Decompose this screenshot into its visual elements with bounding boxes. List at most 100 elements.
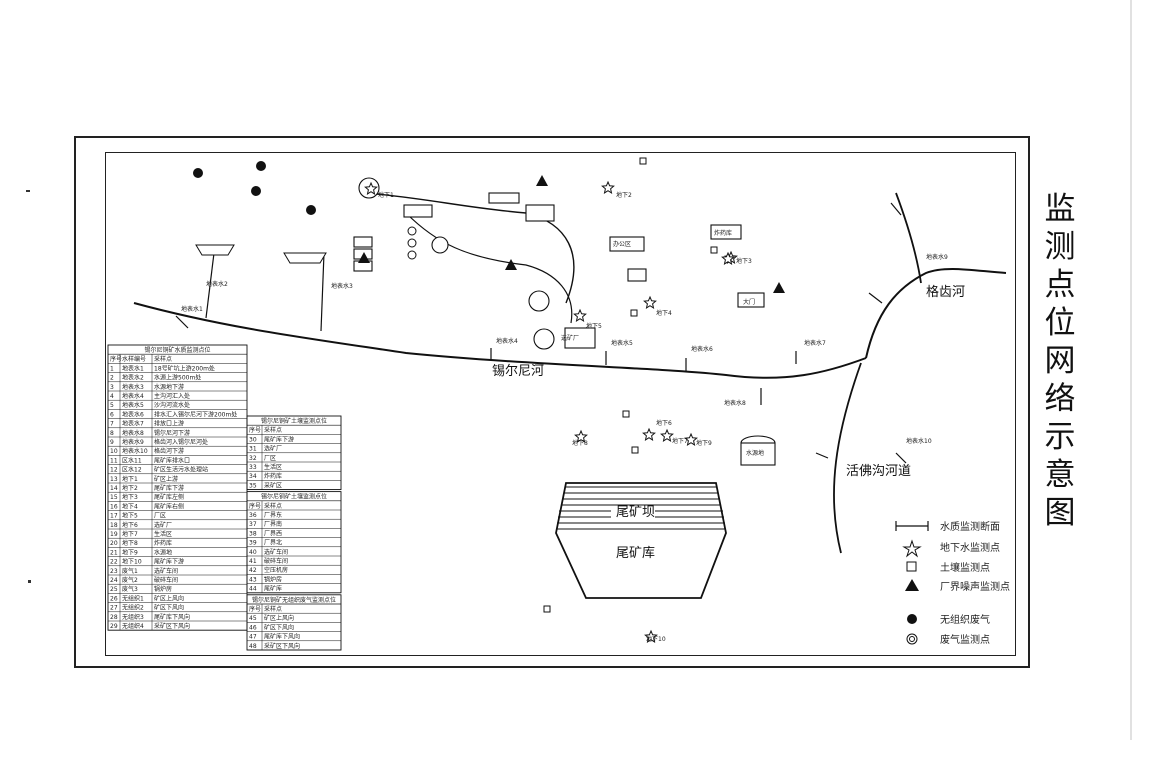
water-table-cell: 废气2 <box>122 576 138 584</box>
soil-table-cell: 生活区 <box>264 463 282 471</box>
noise-table-border <box>246 491 342 594</box>
noise-table-cell: 40 <box>249 549 257 556</box>
title-char-5: 络 <box>1044 381 1076 417</box>
water-table-cell: 地表水6 <box>122 410 144 418</box>
tributary-1 <box>205 252 215 319</box>
water-table-cell: 地下9 <box>122 548 138 556</box>
building-1 <box>353 236 373 248</box>
water-table-cell: 矿区上风向 <box>154 594 184 602</box>
noise-table-cell: 厂界西 <box>264 530 282 537</box>
water-table-cell: 尾矿库下游 <box>154 484 184 492</box>
soil-table-cell: 尾矿库下游 <box>264 435 294 443</box>
tailings-pond <box>555 482 727 599</box>
legend-ring-inner-icon <box>909 636 915 642</box>
noise-table-cell: 38 <box>249 530 257 537</box>
water-table-cell: 区水12 <box>122 466 142 474</box>
monitoring-map: 尾矿坝 尾矿库 锡尔尼河 格齿河 活佛沟河道 选矿厂 大门 水源地 办公区 炸药… <box>107 157 1010 651</box>
star-label-5: 地下6 <box>656 419 672 427</box>
section-markers <box>175 202 907 464</box>
water-table-cell: 地表水3 <box>122 383 144 391</box>
gas-table-cell: 48 <box>249 643 257 650</box>
water-table-cell: 地下5 <box>122 512 138 520</box>
soil-table-cell: 选矿厂 <box>264 445 282 453</box>
water-table-cell: 18 <box>110 522 118 529</box>
water-table-cell: 无组织3 <box>122 613 144 621</box>
water-table-cell: 尾矿库下风向 <box>154 613 190 621</box>
legend-label-4: 无组织废气 <box>940 613 990 626</box>
gas-table-border <box>246 594 342 651</box>
water-table-cell: 排水汇入锡尔尼河下游200m处 <box>154 410 237 418</box>
title-char-3: 位 <box>1044 305 1076 341</box>
building-trap-2 <box>283 252 327 264</box>
section-label-2: 地表水3 <box>331 282 353 290</box>
water-table-cell: 5 <box>110 402 114 409</box>
water-table-cell: 18号矿坑上游200m处 <box>154 364 215 372</box>
noise-table-cell: 42 <box>249 567 257 574</box>
noise-table-cell: 厂界北 <box>264 539 282 547</box>
water-table-cell: 21 <box>110 549 118 556</box>
water-table-cell: 无组织1 <box>122 594 144 602</box>
water-table-cell: 地表水10 <box>122 447 148 455</box>
soil-square-2 <box>630 309 638 317</box>
section-label-7: 地表水8 <box>724 399 746 407</box>
water-table-cell: 排放口上游 <box>154 420 184 428</box>
water-table-cell: 矿区上游 <box>154 475 178 483</box>
water-table-cell: 尾矿库左侧 <box>154 493 184 501</box>
groundwater-star-5 <box>642 427 656 441</box>
road-2 <box>405 212 573 324</box>
plant-3 <box>431 236 449 254</box>
water-table-cell: 地表水8 <box>122 429 144 437</box>
water-table-cell: 22 <box>110 559 118 566</box>
noise-table-cell: 锅炉房 <box>264 575 282 583</box>
soil-table-cell: 采矿区 <box>264 481 282 489</box>
star-label-2: 地下3 <box>736 257 752 265</box>
water-table-cell: 7 <box>110 421 114 428</box>
groundwater-star-8 <box>684 432 698 446</box>
water-table-cell: 无组织4 <box>122 622 144 630</box>
legend-dot-icon <box>907 614 917 624</box>
noise-table-cell: 43 <box>249 576 257 583</box>
water-table-cell: 区水11 <box>122 456 142 464</box>
gas-table-cell: 矿区上风向 <box>264 614 294 622</box>
title-char-1: 测 <box>1044 229 1076 265</box>
star-label-4: 地下5 <box>586 322 602 330</box>
water-table-cell: 19 <box>110 531 118 538</box>
gas-table-cell: 序号 <box>249 605 261 613</box>
soil-square-4 <box>543 605 551 613</box>
water-table-cell: 14 <box>110 485 118 492</box>
east-river <box>865 267 1007 359</box>
water-table-cell: 尾矿库右侧 <box>154 502 184 510</box>
water-table-cell: 3 <box>110 384 114 391</box>
water-table-cell: 水样编号 <box>122 355 146 363</box>
soil-table-cell: 35 <box>249 482 257 489</box>
water-table-cell: 15 <box>110 494 118 501</box>
soil-table-cell: 30 <box>249 436 257 443</box>
gas-table-title: 锡尔尼铜矿无组织废气监测点位 <box>252 596 336 604</box>
water-table-cell: 地表水5 <box>122 401 144 409</box>
groundwater-star-6 <box>660 428 674 442</box>
outer-frame <box>74 136 1030 668</box>
building-trap-1 <box>195 244 235 256</box>
water-table-cell: 20 <box>110 540 118 547</box>
gas-ring-0 <box>407 226 417 236</box>
north-branch <box>895 192 922 284</box>
noise-table-title: 锡尔尼铜矿土壤监测点位 <box>261 493 327 501</box>
building-9 <box>564 327 596 349</box>
legend-star-icon <box>902 539 922 558</box>
water-table-cell: 水源地 <box>154 548 172 556</box>
fugitive-gas-dot-2 <box>251 186 261 196</box>
noise-table-cell: 厂界东 <box>264 511 282 519</box>
legend-triangle-icon <box>905 579 919 591</box>
star-label-7: 地下8 <box>572 439 588 447</box>
water-table-cell: 采样点 <box>154 355 172 363</box>
water-table-cell: 炸药库 <box>154 539 172 547</box>
water-table-cell: 地下6 <box>122 521 138 529</box>
water-table-cell: 1 <box>110 365 114 372</box>
legend-square-icon <box>906 561 917 572</box>
groundwater-star-0 <box>364 181 378 195</box>
title-char-7: 意 <box>1044 457 1076 493</box>
dam-label: 尾矿坝 <box>616 505 655 520</box>
noise-table-cell: 序号 <box>249 502 261 510</box>
water-table-cell: 尾矿库排水口 <box>154 456 190 464</box>
star-label-3: 地下4 <box>656 309 672 317</box>
